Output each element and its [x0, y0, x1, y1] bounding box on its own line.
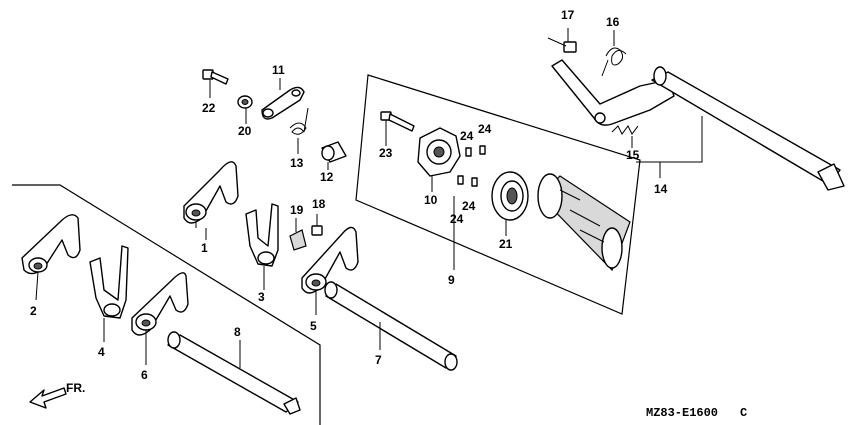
callout-8: 8: [234, 325, 241, 339]
callout-24: 24: [460, 129, 474, 143]
callout-23: 23: [379, 146, 393, 160]
gearshift-spindle-14[interactable]: [651, 66, 845, 191]
spring-15[interactable]: [611, 125, 639, 135]
callout-15: 15: [626, 148, 640, 162]
shift-fork-1[interactable]: [183, 161, 239, 228]
bolt-17[interactable]: [547, 37, 577, 53]
shift-fork-5[interactable]: [301, 226, 359, 294]
callout-22: 22: [202, 101, 216, 115]
callout-24: 24: [462, 199, 476, 213]
shift-drum[interactable]: [537, 173, 631, 272]
drum-center-10[interactable]: [417, 127, 461, 177]
bolt-23[interactable]: [380, 111, 415, 132]
shift-fork-6[interactable]: [131, 272, 189, 336]
shift-fork-3[interactable]: [245, 203, 279, 267]
diagram-code: MZ83-E1600: [646, 406, 718, 420]
shift-fork-4[interactable]: [89, 245, 129, 319]
callout-7: 7: [375, 353, 382, 367]
plate-19[interactable]: [289, 229, 307, 251]
bolt-18[interactable]: [311, 214, 323, 236]
collar-12[interactable]: [321, 141, 347, 163]
callout-21: 21: [499, 237, 513, 251]
washer-20[interactable]: [237, 95, 253, 109]
spring-16[interactable]: [601, 47, 627, 77]
callout-24: 24: [478, 122, 492, 136]
section-lines: [12, 74, 641, 425]
callout-5: 5: [310, 319, 317, 333]
callout-24: 24: [450, 212, 464, 226]
callout-20: 20: [238, 124, 252, 138]
shift-fork-2[interactable]: [21, 214, 81, 275]
callout-10: 10: [424, 193, 438, 207]
callout-12: 12: [320, 170, 334, 184]
callout-14: 14: [654, 182, 668, 196]
callout-6: 6: [141, 368, 148, 382]
direction-label: FR.: [66, 381, 85, 395]
diagram-code-suffix: C: [740, 406, 747, 420]
callout-2: 2: [30, 304, 37, 318]
callout-16: 16: [606, 15, 620, 29]
gearshift-arm[interactable]: [551, 59, 675, 126]
callout-3: 3: [258, 290, 265, 304]
callout-4: 4: [98, 345, 105, 359]
stopper-arm-11[interactable]: [261, 86, 305, 120]
leader-lines: [35, 28, 703, 368]
callout-19: 19: [290, 203, 304, 217]
callout-numbers: 1 2 3 4 5 6 7 8 9 10 11 12 13 14 15 16 1…: [30, 8, 668, 382]
bearing-21[interactable]: [491, 171, 529, 221]
front-direction-arrow: FR.: [29, 381, 85, 409]
callout-17: 17: [561, 8, 575, 22]
spring-13[interactable]: [289, 107, 309, 135]
bolt-22[interactable]: [202, 69, 229, 85]
callout-11: 11: [272, 63, 285, 77]
callout-9: 9: [448, 273, 455, 287]
fork-shaft-8[interactable]: [167, 331, 301, 415]
dowel-pins-24[interactable]: [457, 145, 486, 187]
callout-13: 13: [290, 156, 304, 170]
fork-shaft-7[interactable]: [324, 281, 458, 371]
callout-1: 1: [201, 241, 208, 255]
callout-18: 18: [312, 197, 326, 211]
